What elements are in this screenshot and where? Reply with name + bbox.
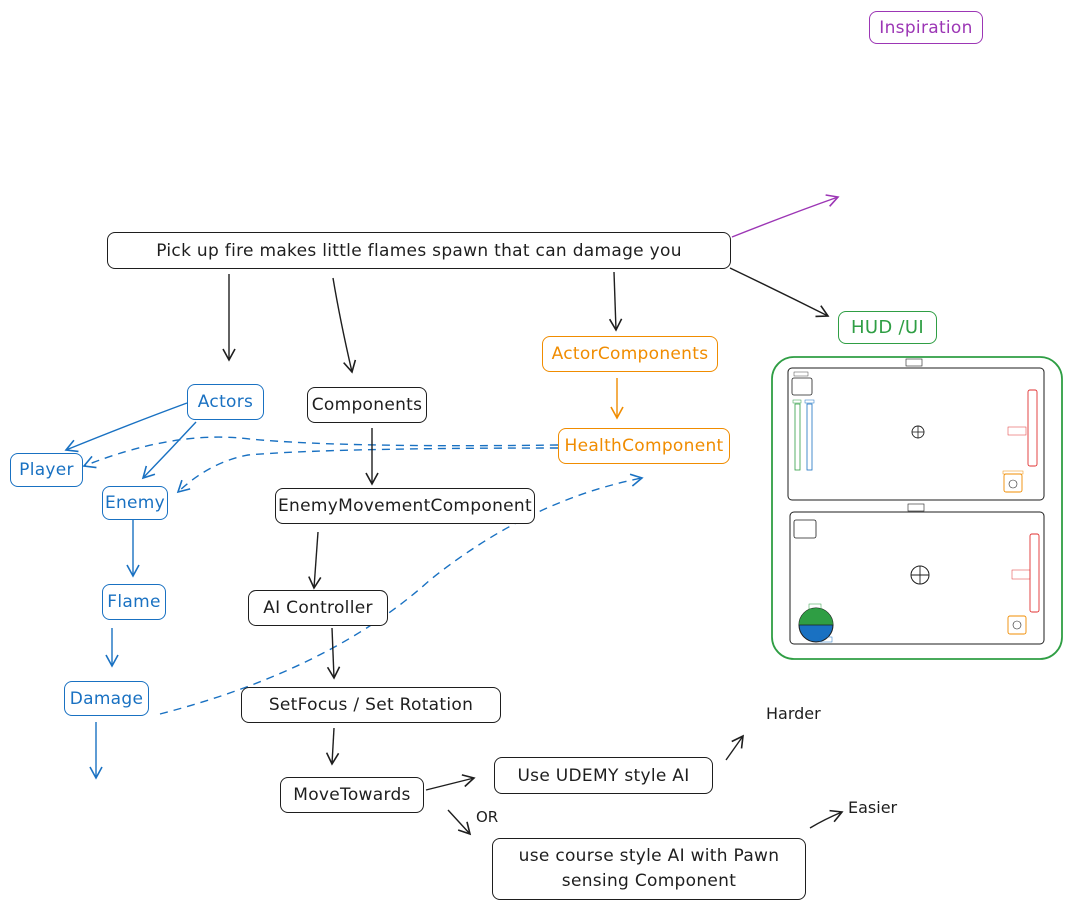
arrow-setfocus-to-move (325, 727, 340, 766)
crosshair-icon-2 (910, 565, 930, 585)
actors-node[interactable]: Actors (187, 384, 264, 420)
arrow-main-to-inspiration (731, 194, 840, 238)
arrow-course-to-easier (809, 809, 844, 829)
flame-node[interactable]: Flame (102, 584, 166, 620)
player-node[interactable]: Player (10, 453, 83, 487)
harder-label: Harder (766, 704, 821, 723)
arrow-ai-to-setfocus (326, 627, 341, 680)
udemy-ai-node[interactable]: Use UDEMY style AI (494, 757, 713, 794)
easier-label: Easier (848, 798, 898, 817)
course-ai-line2: sensing Component (561, 871, 737, 891)
course-ai-line1: use course style AI with Pawn (518, 846, 780, 866)
hud-mockup (771, 356, 1063, 660)
course-ai-node[interactable]: use course style AI with Pawn sensing Co… (492, 838, 806, 900)
set-focus-node[interactable]: SetFocus / Set Rotation (241, 687, 501, 723)
dashed-damage-to-health (159, 473, 644, 715)
arrow-udemy-to-harder (725, 734, 744, 761)
arrow-actors-to-player (64, 402, 188, 453)
inspiration-node[interactable]: Inspiration (869, 11, 983, 44)
hud-ui-node[interactable]: HUD /UI (838, 311, 937, 344)
arrow-main-to-hud (729, 267, 830, 318)
dashed-health-to-enemy (176, 447, 559, 494)
actor-components-node[interactable]: ActorComponents (542, 336, 718, 372)
move-towards-node[interactable]: MoveTowards (280, 777, 424, 813)
arrow-main-to-components (332, 277, 357, 374)
health-component-node[interactable]: HealthComponent (558, 428, 730, 464)
main-idea-node[interactable]: Pick up fire makes little flames spawn t… (107, 232, 731, 269)
enemy-node[interactable]: Enemy (102, 486, 168, 520)
enemy-movement-component-node[interactable]: EnemyMovementComponent (275, 488, 535, 524)
minimap-icon (798, 607, 834, 643)
dashed-health-to-player (82, 436, 559, 469)
components-node[interactable]: Components (307, 387, 427, 423)
arrow-move-to-course (447, 809, 472, 836)
or-label: OR (476, 808, 499, 826)
ai-controller-node[interactable]: AI Controller (248, 590, 388, 626)
arrow-emc-to-ai (308, 531, 322, 590)
arrow-actors-to-enemy (141, 421, 197, 480)
arrow-move-to-udemy (425, 774, 476, 791)
damage-node[interactable]: Damage (64, 681, 149, 716)
crosshair-icon (911, 425, 925, 439)
arrow-main-to-actorcomponents (608, 271, 623, 332)
